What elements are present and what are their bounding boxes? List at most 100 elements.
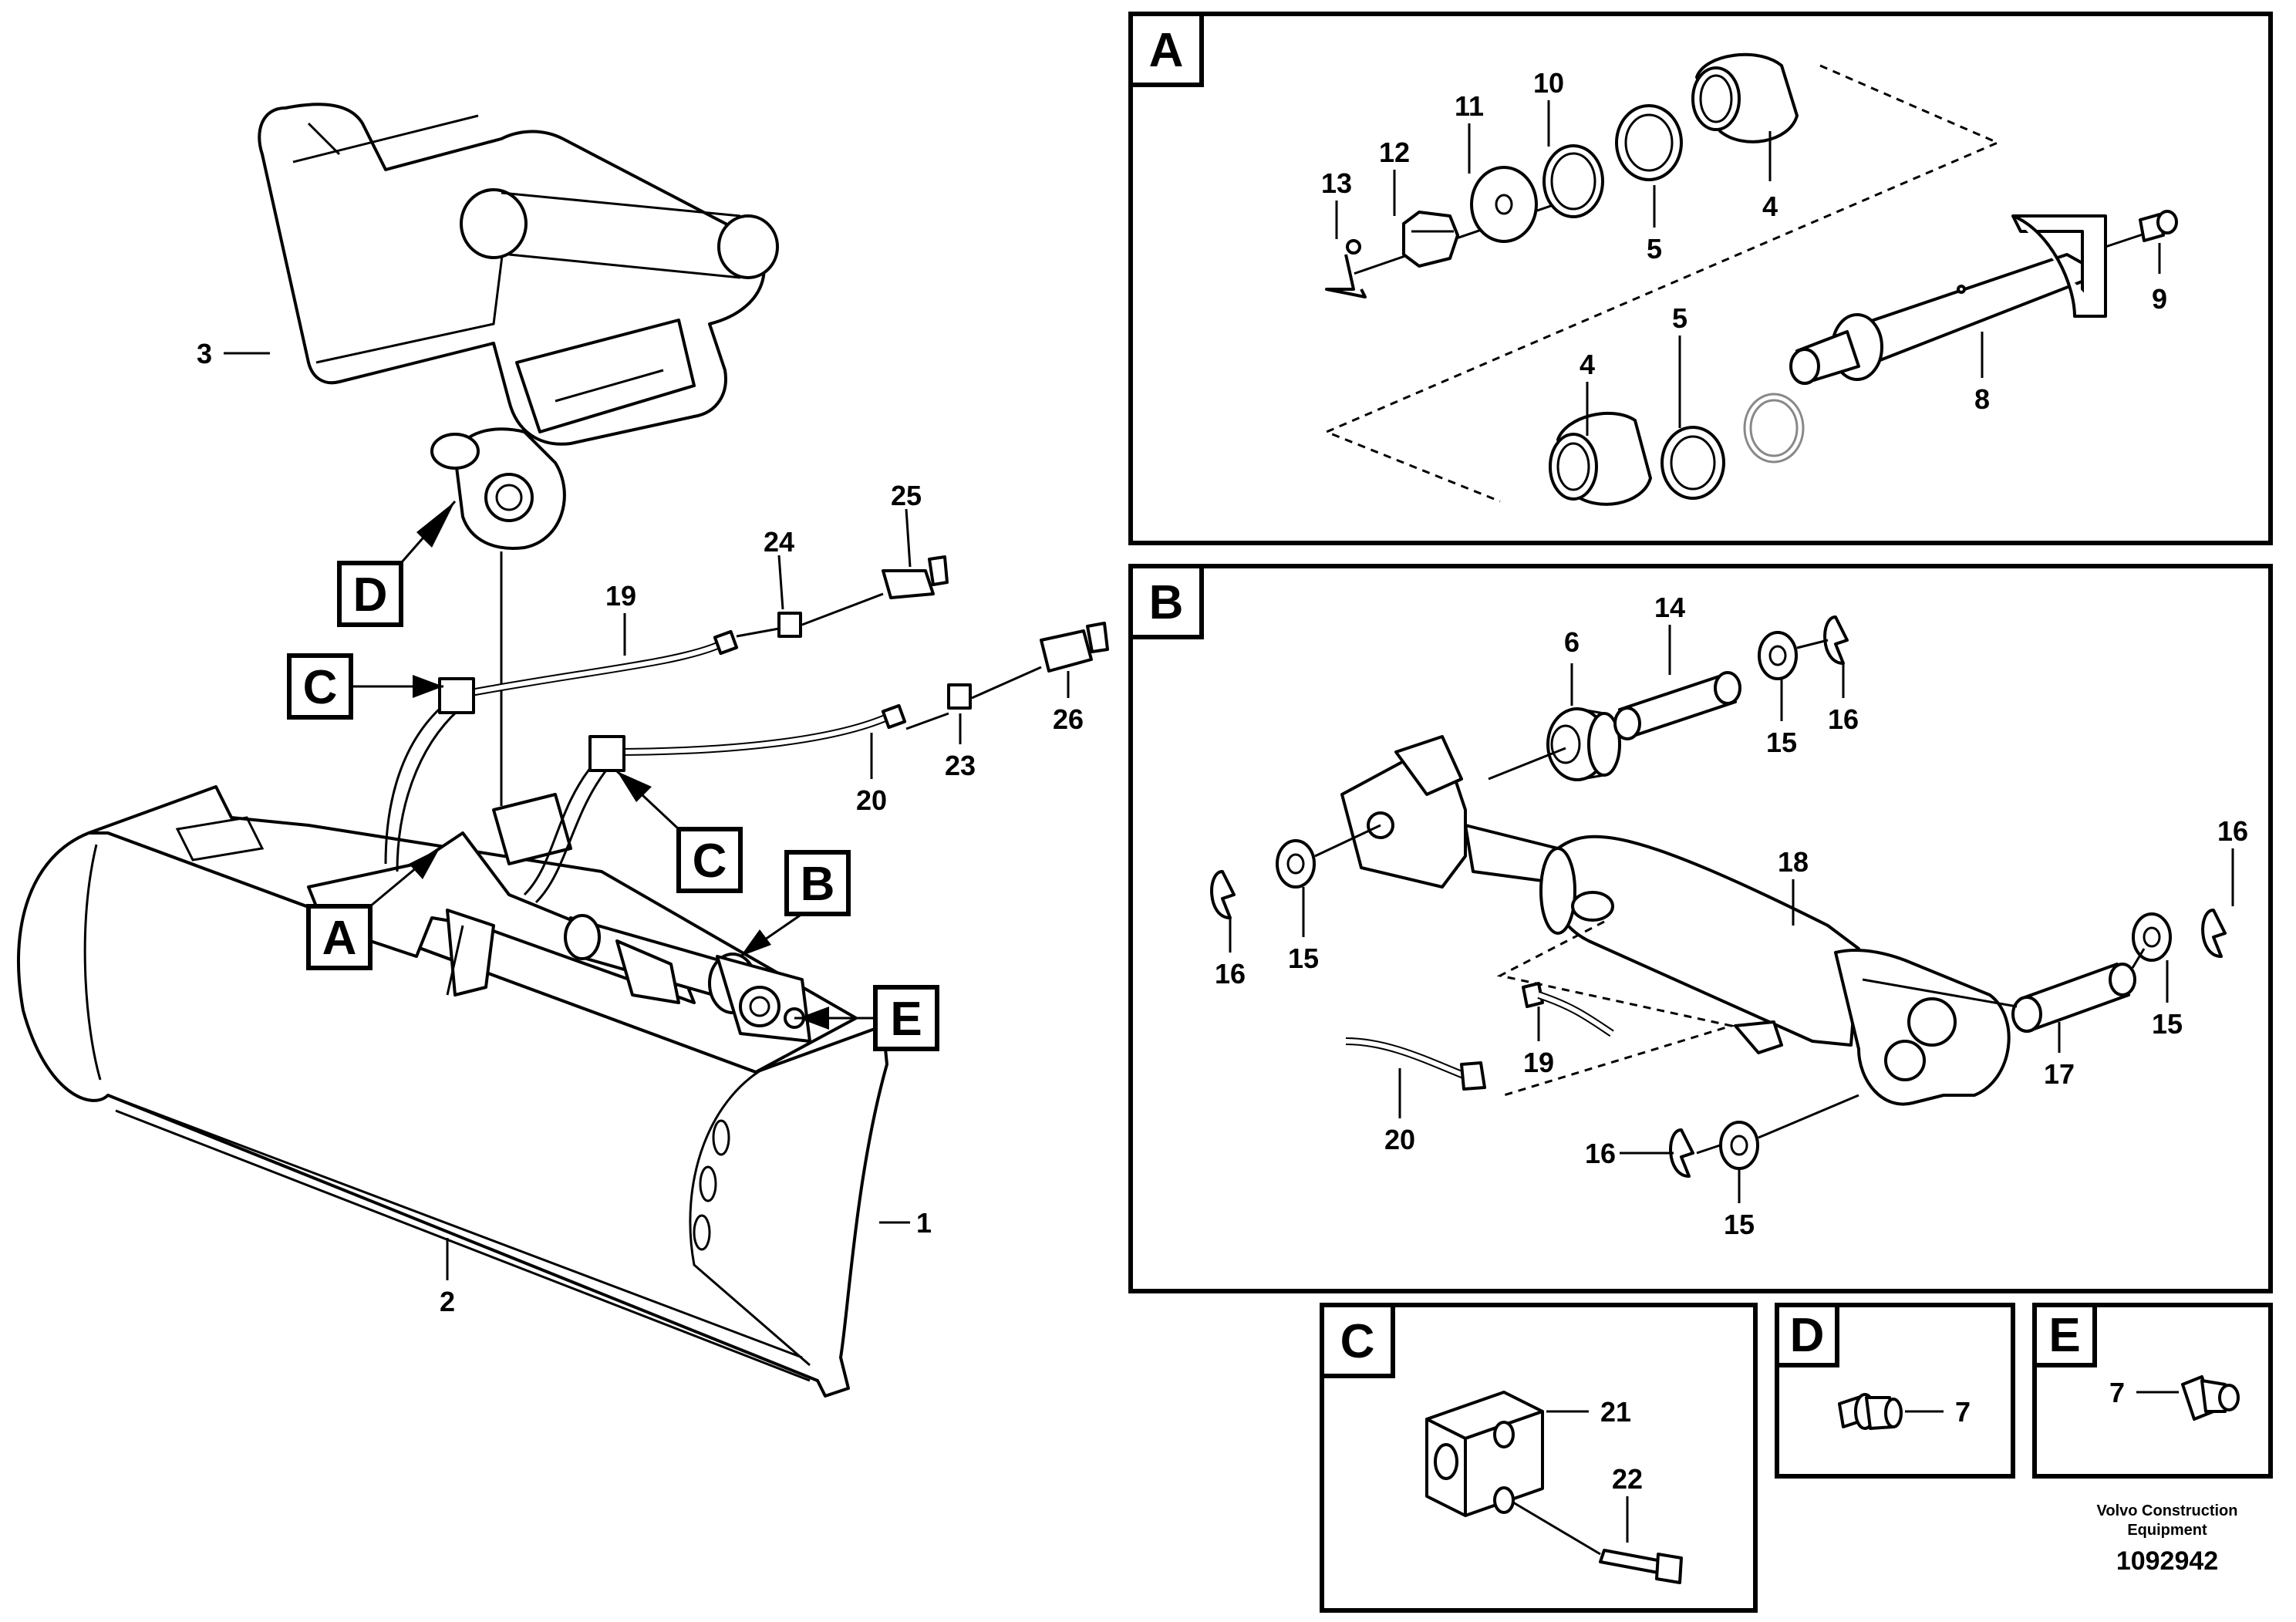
- part-label-19: 19: [605, 580, 636, 612]
- grease-nipple-7-d: [1838, 1393, 1903, 1430]
- part-label-15-top: 15: [1766, 727, 1797, 758]
- bushing-4-lower: [1549, 411, 1652, 506]
- part-label-15-bottom: 15: [1724, 1209, 1755, 1240]
- quick-coupler-bracket: [258, 103, 779, 550]
- part-label-1: 1: [916, 1207, 932, 1239]
- footer: Volvo Construction Equipment 1092942: [2097, 1502, 2238, 1576]
- main-part-labels: 3 1 2 19 20 23 24 25 26: [197, 338, 1084, 1317]
- callout-c-upper: C: [287, 653, 443, 720]
- part-label-3: 3: [197, 338, 212, 369]
- part-label-23: 23: [945, 750, 976, 781]
- hydraulic-cylinder-18: [1340, 735, 2011, 1106]
- part-label-10: 10: [1533, 67, 1564, 99]
- part-label-18: 18: [1778, 846, 1809, 878]
- washer-15-right: [2132, 912, 2172, 962]
- bushing-4-upper: [1691, 52, 1799, 143]
- part-label-14: 14: [1654, 592, 1685, 623]
- fittings: [736, 555, 1109, 730]
- grease-nipple-7-e: [2181, 1375, 2240, 1421]
- hose-clamp-upper: [438, 677, 475, 714]
- washer-15-top: [1758, 631, 1798, 680]
- part-label-16-bottom: 16: [1585, 1138, 1616, 1169]
- panel-b-part-labels: 6 14 15 16 15 16 16 15 15 16 17 18 19: [1215, 592, 2248, 1240]
- panel-d-title: D: [1790, 1309, 1825, 1362]
- part-label-12: 12: [1379, 137, 1410, 168]
- company-name-line2: Equipment: [2127, 1522, 2207, 1539]
- part-label-13: 13: [1321, 167, 1352, 199]
- part-label-21: 21: [1600, 1396, 1631, 1428]
- panel-a-title: A: [1149, 24, 1184, 77]
- company-name-line1: Volvo Construction: [2097, 1502, 2238, 1519]
- adapter-24: [777, 612, 802, 638]
- washer-15-bottom: [1719, 1121, 1759, 1170]
- part-label-8: 8: [1974, 383, 1990, 415]
- part-label-4-lower: 4: [1580, 349, 1595, 380]
- pin-8: [1789, 214, 2153, 385]
- pin-17: [2011, 963, 2136, 1033]
- part-label-5-upper: 5: [1647, 233, 1662, 265]
- snap-ring-16-right: [2201, 909, 2227, 958]
- snap-ring-16-top: [1823, 615, 1849, 665]
- part-label-15-left: 15: [1288, 943, 1319, 974]
- bushing-6: [1546, 707, 1621, 781]
- hose-clamp-lower: [588, 735, 625, 772]
- callout-label-a: A: [322, 912, 357, 965]
- main-assembly: D C C B A E: [17, 103, 1109, 1398]
- part-label-6: 6: [1564, 626, 1580, 658]
- hoses: [384, 629, 907, 904]
- part-label-15-right: 15: [2152, 1008, 2183, 1040]
- part-label-20-b: 20: [1384, 1124, 1415, 1155]
- part-label-20: 20: [856, 784, 887, 816]
- callout-a: A: [306, 847, 440, 970]
- part-label-26: 26: [1053, 703, 1084, 735]
- detail-panel-c: C 21 22: [1320, 1303, 1758, 1613]
- coupling-26: [1040, 629, 1093, 673]
- washer-15-left: [1276, 839, 1316, 889]
- callout-label-c-1: C: [303, 661, 338, 714]
- part-label-24: 24: [764, 526, 794, 558]
- castle-nut-12: [1402, 211, 1459, 268]
- panel-b-title: B: [1149, 576, 1184, 629]
- adapter-23: [947, 683, 972, 710]
- part-label-4-upper: 4: [1762, 191, 1778, 222]
- callout-b: B: [740, 850, 851, 958]
- part-label-22: 22: [1612, 1463, 1643, 1495]
- panel-e-title: E: [2048, 1309, 2080, 1362]
- callout-label-e: E: [890, 993, 922, 1046]
- snap-ring-16-left: [1210, 870, 1236, 919]
- part-label-9: 9: [2152, 283, 2167, 315]
- ring-10: [1542, 144, 1604, 218]
- pin-14: [1613, 671, 1741, 740]
- part-label-25: 25: [891, 480, 922, 511]
- snap-ring-16-bottom: [1669, 1128, 1694, 1178]
- callout-label-d: D: [353, 568, 388, 622]
- part-label-11: 11: [1455, 90, 1484, 122]
- part-label-2: 2: [440, 1286, 455, 1317]
- detail-panel-a: A: [1128, 12, 2273, 545]
- grease-nipple-9: [2139, 210, 2178, 242]
- part-label-19-b: 19: [1523, 1047, 1554, 1078]
- detail-panel-d: D 7: [1775, 1303, 2015, 1479]
- hose-end-20: [1460, 1061, 1486, 1091]
- part-label-7-d: 7: [1955, 1396, 1971, 1428]
- split-pin-13: [1325, 239, 1367, 298]
- callout-d: D: [337, 501, 457, 627]
- panel-a-part-labels: 4 4 5 5 8 9 10 11 12 13: [1321, 67, 2167, 436]
- detail-panel-b: B: [1128, 564, 2273, 1293]
- callout-e: E: [794, 985, 939, 1051]
- part-label-17: 17: [2044, 1058, 2075, 1090]
- part-label-16-left: 16: [1215, 958, 1246, 990]
- part-label-5-lower: 5: [1672, 302, 1687, 334]
- detail-panel-e: E 7: [2032, 1303, 2273, 1479]
- clamp-block-21: [1425, 1391, 1544, 1517]
- part-label-7-e: 7: [2109, 1377, 2125, 1408]
- callout-label-c-2: C: [693, 835, 727, 888]
- part-label-16-top: 16: [1828, 703, 1859, 735]
- coupling-25: [882, 569, 935, 599]
- washer-11: [1470, 166, 1538, 243]
- callout-label-b: B: [801, 858, 835, 911]
- part-label-16-right: 16: [2217, 815, 2248, 847]
- panel-c-title: C: [1340, 1315, 1375, 1368]
- screw-22: [1512, 1501, 1683, 1584]
